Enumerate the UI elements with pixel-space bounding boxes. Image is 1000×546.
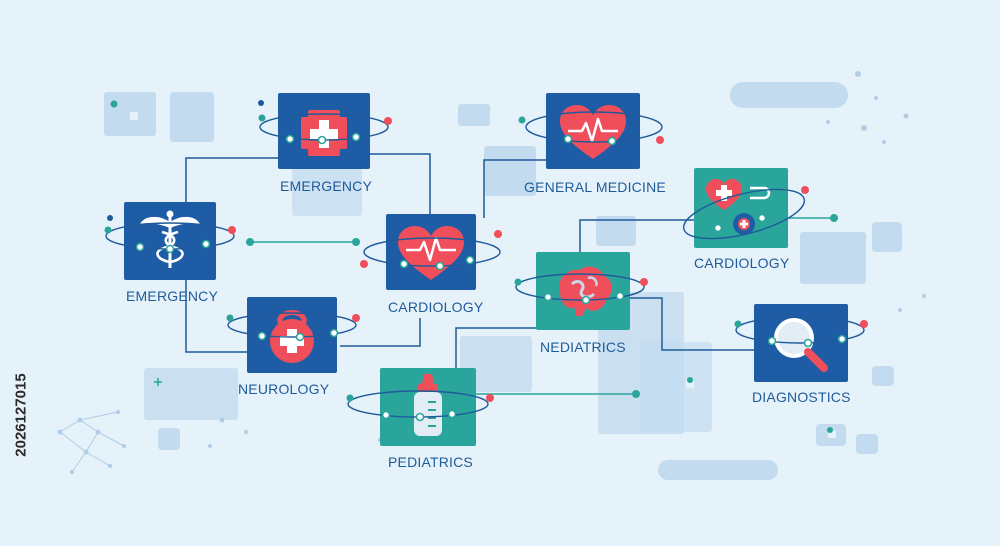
stock-id-text: 2026127015 bbox=[12, 373, 30, 457]
magnifier-icon bbox=[774, 318, 828, 372]
kettlebell-icon bbox=[270, 310, 314, 363]
node-label: PEDIATRICS bbox=[388, 454, 473, 470]
stock-id-watermark: 2026127015 bbox=[6, 300, 36, 530]
node-nediatrics[interactable]: NEDIATRICS bbox=[536, 252, 636, 356]
node-label: CARDIOLOGY bbox=[388, 299, 484, 315]
node-emergency-top[interactable]: EMERGENCY bbox=[278, 93, 373, 203]
baby-bottle-icon bbox=[414, 374, 442, 436]
node-general-medicine[interactable]: GENERAL MEDICINE bbox=[520, 93, 666, 203]
node-cardiology-center[interactable]: CARDIOLOGY bbox=[386, 214, 486, 318]
heart-pulse-icon bbox=[398, 226, 464, 280]
node-label: DIAGNOSTICS bbox=[752, 389, 851, 405]
node-label: EMERGENCY bbox=[280, 178, 373, 194]
node-pediatrics[interactable]: PEDIATRICS bbox=[380, 368, 480, 472]
node-label: NEDIATRICS bbox=[540, 339, 626, 355]
heart-pulse-icon bbox=[560, 105, 626, 159]
node-label: NEUROLOGY bbox=[238, 381, 330, 397]
node-label: EMERGENCY bbox=[126, 288, 219, 304]
node-label: CARDIOLOGY bbox=[694, 255, 790, 271]
node-label: GENERAL MEDICINE bbox=[524, 179, 666, 195]
medical-cross-icon bbox=[301, 110, 347, 156]
node-emergency-left[interactable]: EMERGENCY bbox=[124, 202, 224, 306]
